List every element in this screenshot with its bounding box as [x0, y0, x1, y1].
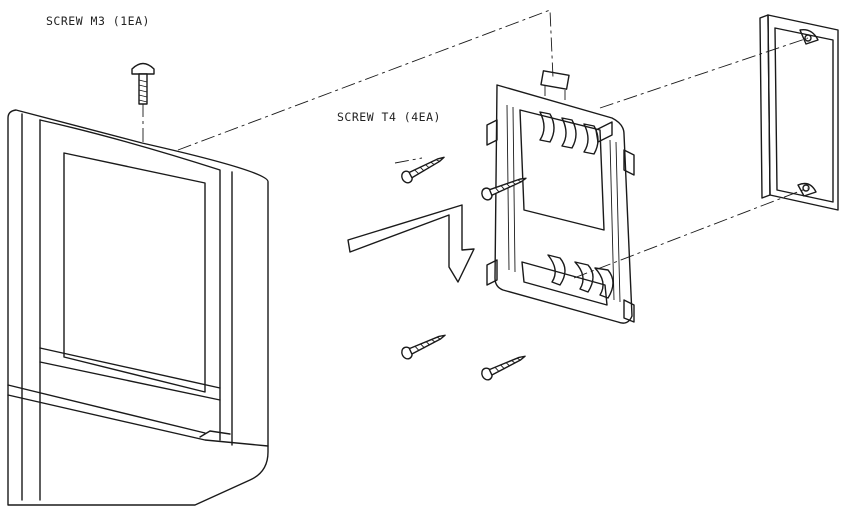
screw-t4-label: SCREW T4 (4EA)	[337, 110, 441, 124]
insert-arrow-icon	[347, 204, 475, 283]
alignment-lines	[142, 9, 809, 279]
wood-screw-icon	[401, 156, 445, 184]
screw-m3-label: SCREW M3 (1EA)	[46, 14, 150, 28]
monitor-unit	[7, 109, 269, 506]
wood-screw-icon	[401, 334, 446, 360]
wood-screw-icon	[481, 355, 526, 381]
wood-screw-icon	[481, 177, 527, 201]
screw-m3-icon	[131, 62, 155, 105]
wall-bracket	[486, 70, 635, 324]
electrical-box	[759, 14, 839, 211]
